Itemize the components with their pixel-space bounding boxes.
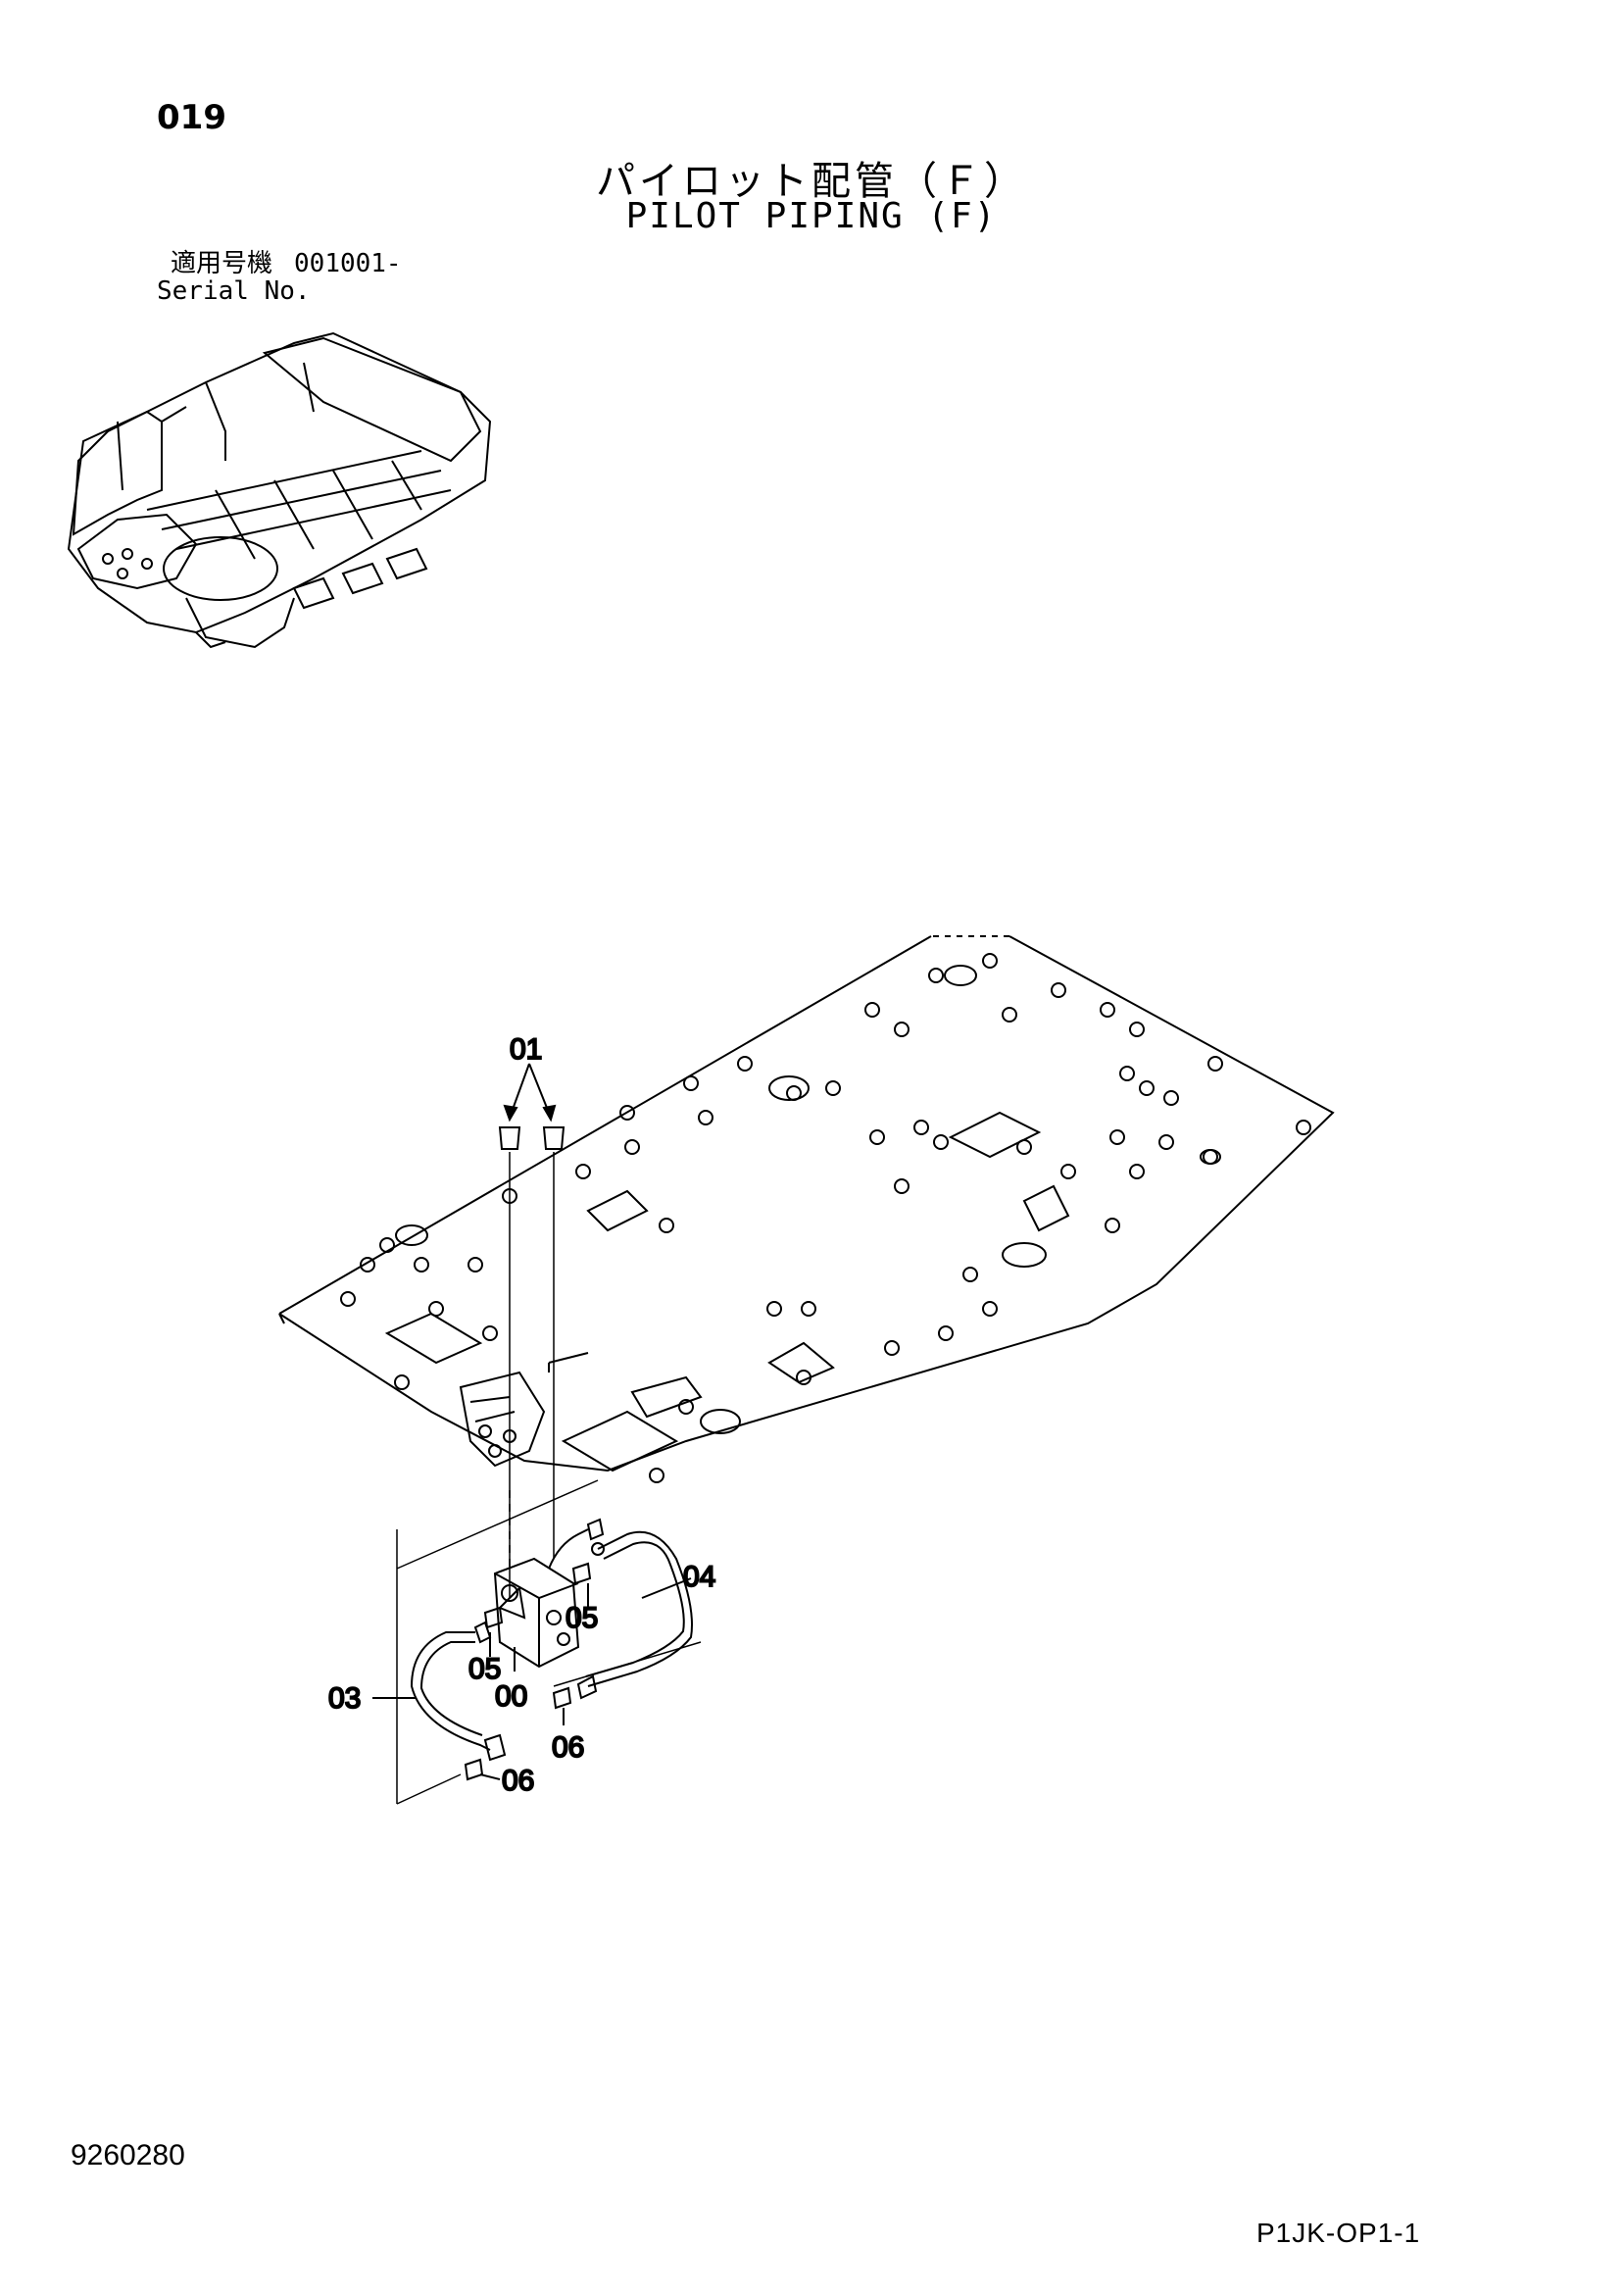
page-title-english: PILOT PIPING (F) [625,196,998,236]
machine-overview [67,331,492,649]
callout-00: 00 [495,1680,527,1713]
callout-06-right: 06 [552,1731,584,1764]
callout-04: 04 [683,1561,715,1593]
plate-bolts [340,953,1311,1483]
serial-block: 適用号機 001001- Serial No. [157,250,402,305]
serial-value: 001001- [294,249,402,278]
callout-05-left: 05 [468,1653,501,1685]
callout-05-right: 05 [566,1602,598,1634]
serial-label-en: Serial No. [157,276,311,306]
floor-plate-diagram [278,935,1335,1805]
page-code: P1JK-OP1-1 [1256,2218,1421,2248]
callout-01: 01 [510,1033,542,1066]
page-number: 019 [157,98,226,137]
serial-label-jp: 適用号機 [171,249,273,278]
page-title-japanese: パイロット配管（Ｆ） [596,159,1027,204]
callout-03: 03 [328,1682,361,1715]
serial-row-jp: 適用号機 001001- [157,250,402,277]
callout-06-left: 06 [502,1765,534,1797]
document-number: 9260280 [71,2139,185,2171]
